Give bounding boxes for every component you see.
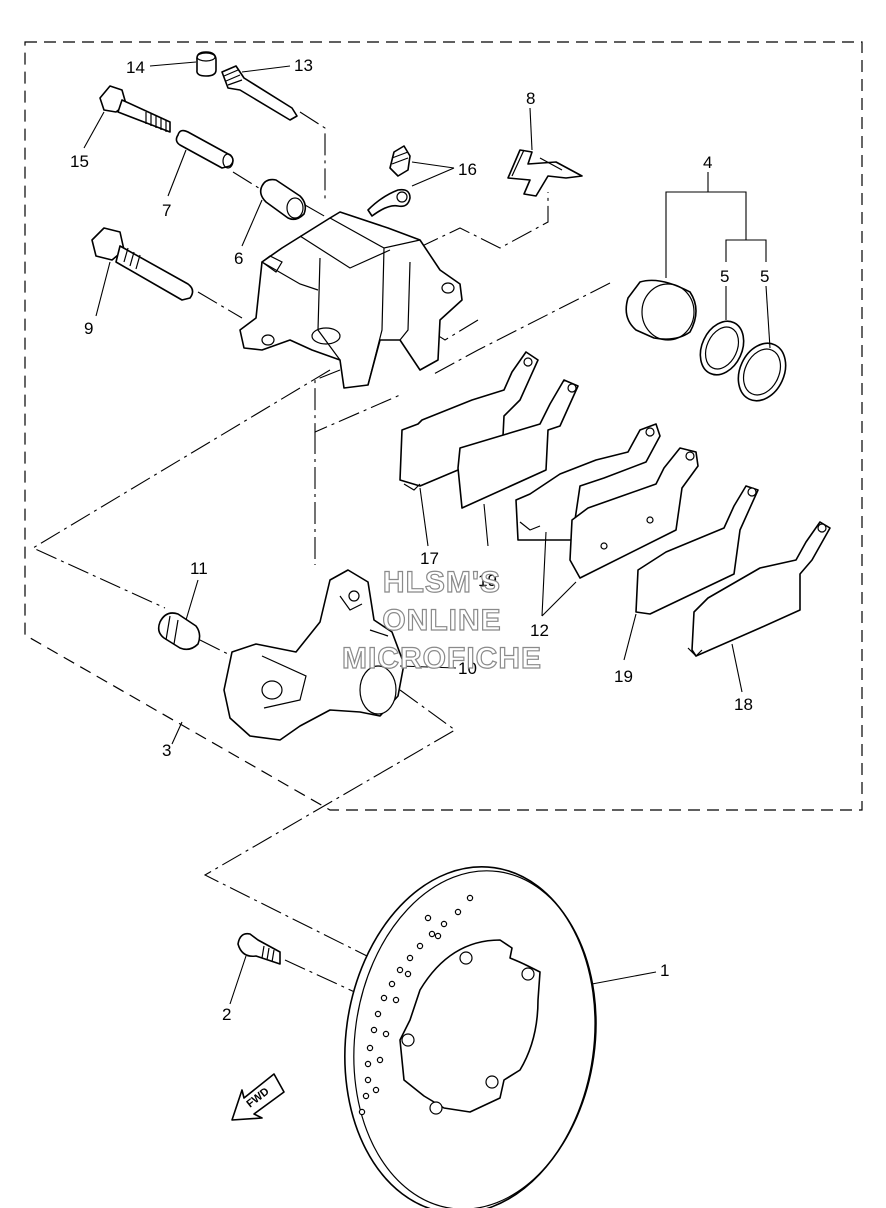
callout-4: 4 [703,153,712,172]
callout-1: 1 [660,961,669,980]
callout-18: 18 [734,695,753,714]
disc-drill-holes [358,894,474,1116]
callout-11: 11 [190,559,208,578]
pad-shim-part-18 [687,521,831,657]
callout-5b: 5 [760,267,769,286]
sleeve-part-11 [157,612,201,651]
piston-part-4 [625,279,697,341]
callout-7: 7 [162,201,171,220]
caliper-bolt-part-15 [99,85,171,133]
callout-15: 15 [70,152,89,171]
callout-leaders [83,61,771,1005]
callout-5a: 5 [720,267,729,286]
callout-6: 6 [234,249,243,268]
disc-bolt-part-2 [237,932,281,965]
brake-pad-part-19b [635,485,759,615]
pad-spring-part-8 [507,149,583,197]
seal-part-5b [737,342,787,402]
caliper-bracket-part-10 [223,569,405,741]
callout-3: 3 [162,741,171,760]
callout-17: 17 [420,549,439,568]
callout-2: 2 [222,1005,231,1024]
brake-pad-part-12b [569,447,699,579]
caliper-assembly-boundary [24,41,863,811]
callout-16: 16 [458,160,477,179]
watermark-line-2: ONLINE [382,604,501,637]
pin-part-13 [221,65,298,121]
callout-12: 12 [530,621,549,640]
watermark-line-1: HLSM'S [383,566,501,599]
forward-direction-arrow: FWD [231,1073,285,1121]
seal-part-5a [699,320,745,376]
slide-pin-part-7 [175,129,234,169]
callout-8: 8 [526,89,535,108]
watermark-line-3: MICROFICHE [342,642,542,675]
callout-19a: 19 [478,571,497,590]
connector-lines [31,111,611,1031]
callout-14: 14 [126,58,145,77]
bleed-screw-part-16 [367,145,411,217]
brake-pad-part-19a [457,379,579,509]
callout-labels: 14 13 15 7 6 9 8 16 4 5 5 17 19 12 19 18… [70,56,769,1024]
brake-pad-part-12a [515,423,661,541]
callout-13: 13 [294,56,313,75]
callout-9: 9 [84,319,93,338]
bleed-cap-part-14 [196,51,217,77]
brake-disc-part-1 [344,866,597,1208]
boot-part-6 [259,178,307,221]
caliper-body [239,211,463,389]
callout-10: 10 [458,659,477,678]
watermark: HLSM'S ONLINE MICROFICHE [341,565,542,675]
bracket-bolt-part-9 [91,227,194,301]
callout-19b: 19 [614,667,633,686]
